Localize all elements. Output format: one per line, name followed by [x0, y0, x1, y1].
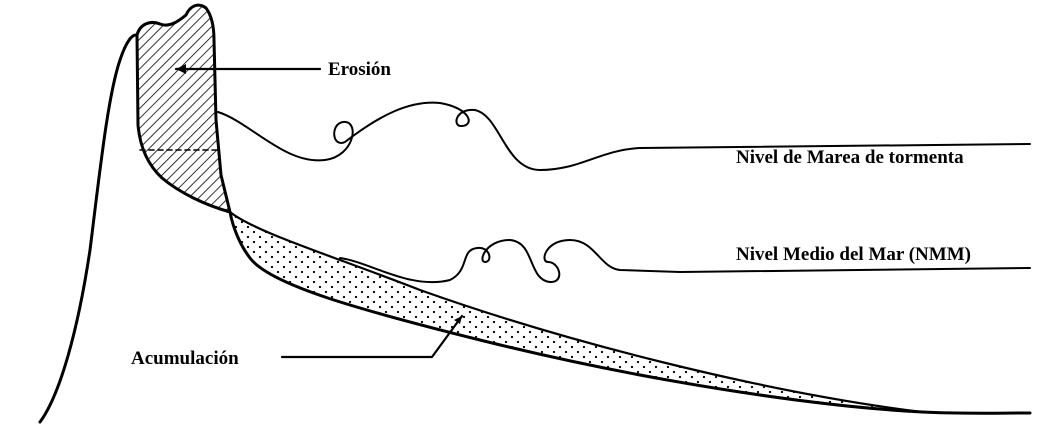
beach-profile [230, 212, 1030, 413]
erosion-area [137, 5, 230, 212]
accumulation-upper-edge [230, 212, 922, 412]
erosion-label: Erosión [328, 59, 391, 80]
accumulation-label: Acumulación [131, 348, 239, 369]
mean-sea-level-label: Nivel Medio del Mar (NMM) [736, 244, 971, 265]
accumulation-area [230, 212, 922, 412]
dune-profile [40, 35, 137, 422]
storm-tide-level-label: Nivel de Marea de tormenta [736, 147, 964, 168]
